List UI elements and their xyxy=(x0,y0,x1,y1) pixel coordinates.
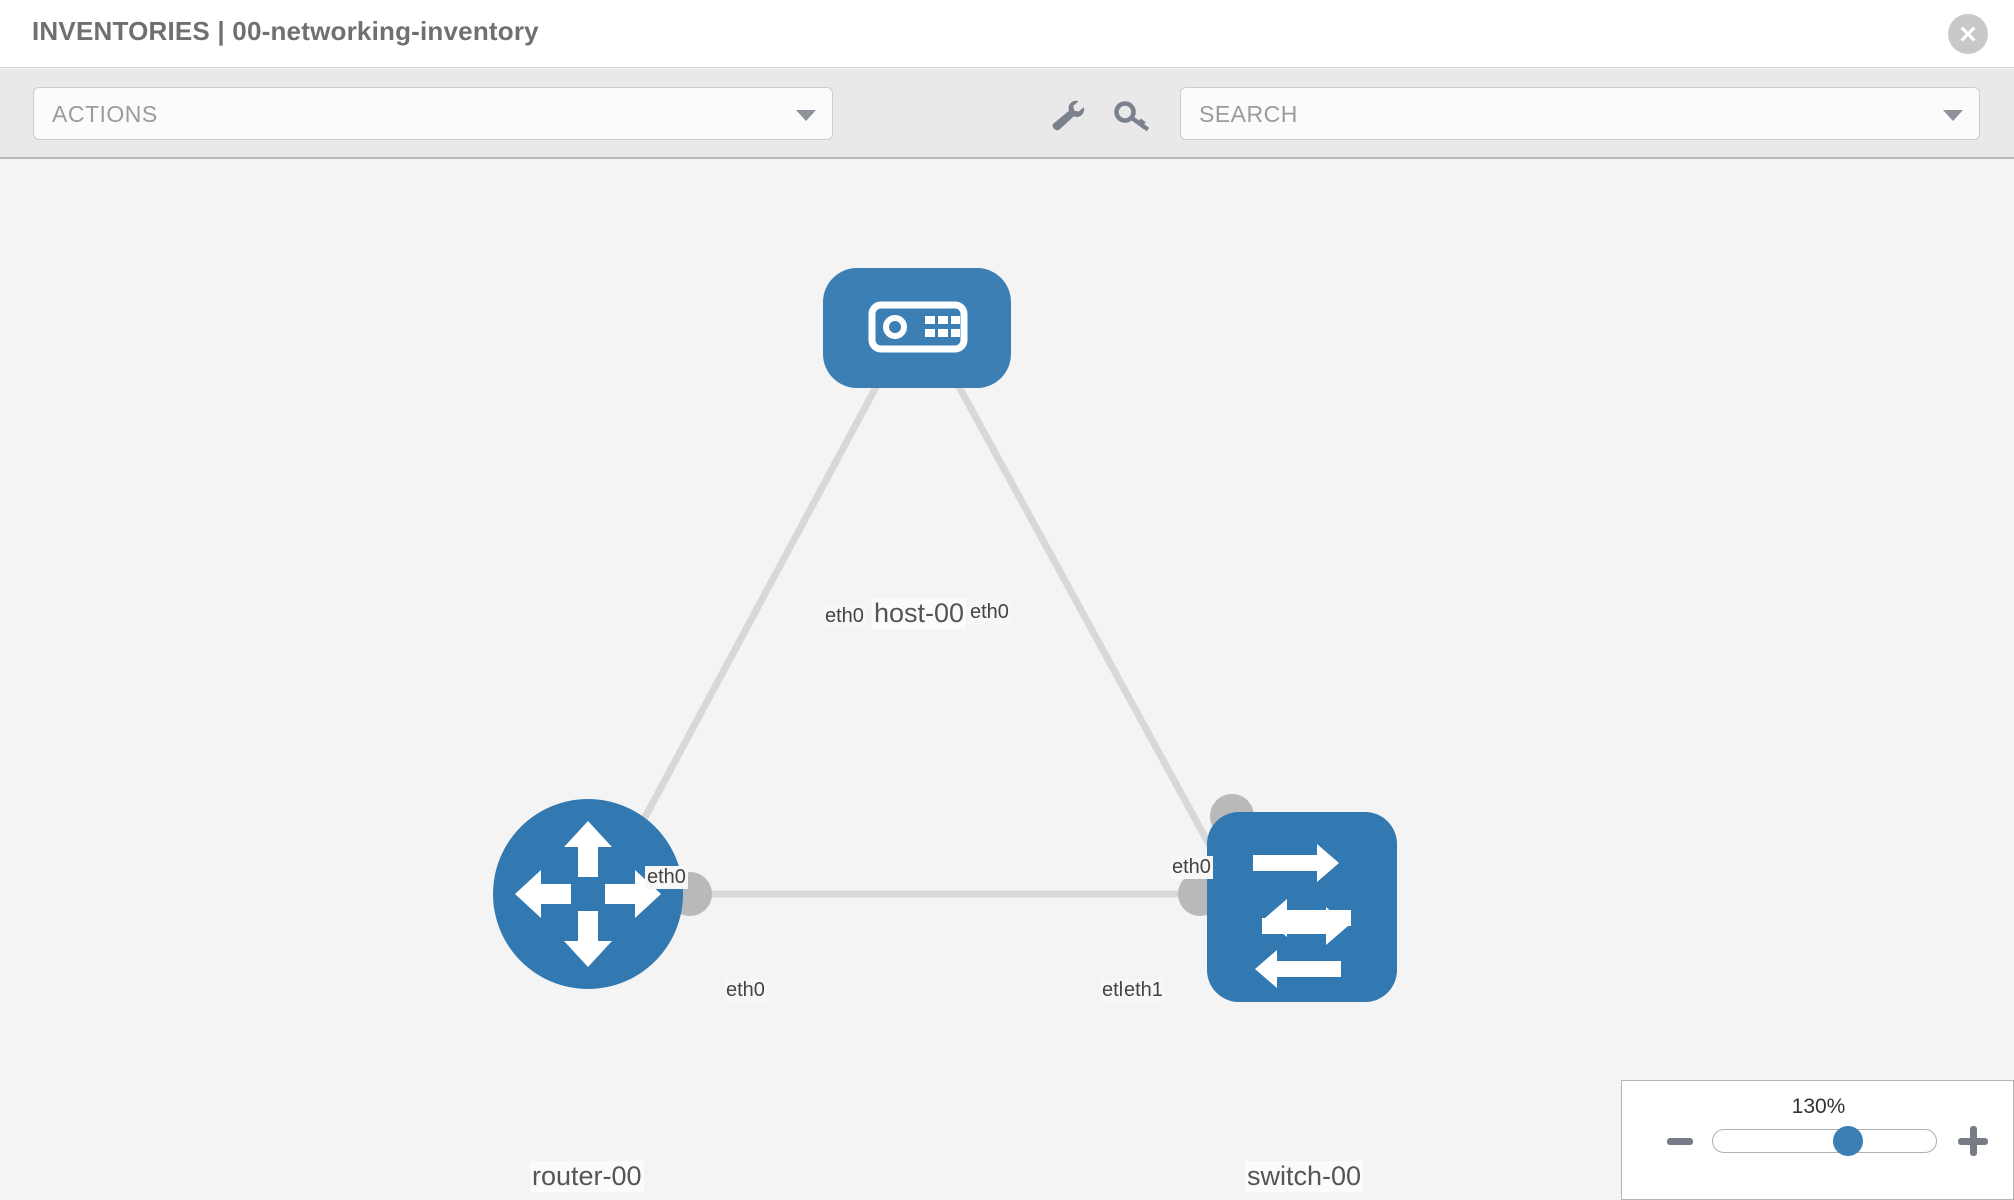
page-header: INVENTORIES | 00-networking-inventory xyxy=(0,0,2014,68)
key-icon[interactable] xyxy=(1112,97,1152,135)
actions-dropdown-label: ACTIONS xyxy=(52,101,158,127)
plus-icon[interactable] xyxy=(1958,1126,1988,1156)
minus-icon[interactable] xyxy=(1667,1138,1693,1145)
node-label-switch-00: switch-00 xyxy=(1245,1161,1364,1192)
toolbar: ACTIONS SEARCH xyxy=(0,69,2014,159)
page-title: INVENTORIES | 00-networking-inventory xyxy=(32,16,539,46)
chevron-down-icon xyxy=(796,110,816,121)
topology-canvas[interactable]: eth0 eth0 eth0 eth0 eth0 eth0 eth1 host-… xyxy=(0,161,2014,1200)
topology-graph xyxy=(493,268,1397,1002)
iface-label: eth0 xyxy=(1170,856,1213,879)
node-router-00[interactable] xyxy=(493,799,683,989)
node-label-router-00: router-00 xyxy=(530,1161,644,1192)
close-icon[interactable] xyxy=(1948,14,1988,54)
link-host00-switch00 xyxy=(941,359,1244,903)
topology-links xyxy=(596,359,1244,903)
chevron-down-icon[interactable] xyxy=(1943,110,1963,121)
iface-label: eth0 xyxy=(645,866,688,889)
node-host-00[interactable] xyxy=(823,268,1011,388)
iface-label: eth0 xyxy=(968,601,1011,624)
search-input[interactable]: SEARCH xyxy=(1180,87,1980,140)
node-label-host-00: host-00 xyxy=(872,598,967,629)
zoom-control-panel: 130% xyxy=(1621,1080,2014,1200)
zoom-level-value: 130% xyxy=(1791,1095,1846,1118)
link-host00-router00 xyxy=(596,359,894,903)
iface-label: eth1 xyxy=(1122,979,1165,1002)
iface-label: eth0 xyxy=(823,605,866,628)
node-switch-00[interactable] xyxy=(1207,812,1397,1002)
zoom-slider-handle[interactable] xyxy=(1832,1126,1863,1156)
iface-label: eth0 xyxy=(724,979,767,1002)
zoom-slider-track[interactable] xyxy=(1712,1129,1937,1153)
search-placeholder: SEARCH xyxy=(1199,101,1298,127)
wrench-icon[interactable] xyxy=(1047,97,1087,135)
actions-dropdown[interactable]: ACTIONS xyxy=(33,87,833,140)
